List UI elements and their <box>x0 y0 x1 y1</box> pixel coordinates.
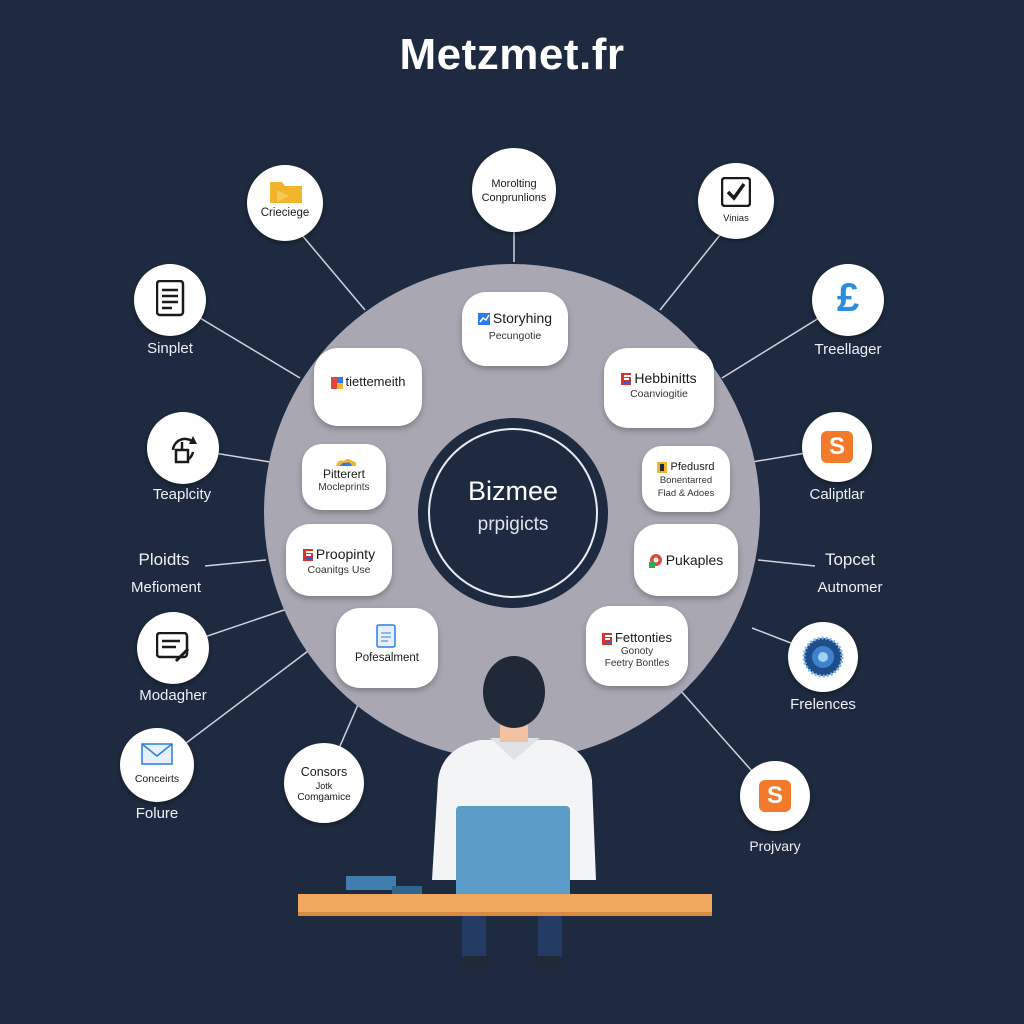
node-vinias[interactable]: Vinias <box>698 163 774 239</box>
card-title: Pitterert <box>322 467 365 481</box>
card-title: Proopinty <box>315 546 376 562</box>
card-title: Storyhing <box>492 310 553 326</box>
node-caption-2: Jotk <box>315 781 333 791</box>
globe-icon <box>802 636 844 683</box>
center-hub: Bizmee prpigicts <box>428 428 598 598</box>
card-subtitle: Pecungotie <box>488 330 542 342</box>
hub-title: Bizmee <box>467 476 559 506</box>
node-frelences[interactable] <box>788 622 858 692</box>
monitor <box>456 806 570 898</box>
card-hebbinitts[interactable]: Hebbinitts Coanviogitie <box>604 348 714 428</box>
card-pfedusrd[interactable]: Pfedusrd Bonentarred Flad & Adoes <box>642 446 730 512</box>
sync-box-icon <box>163 428 203 473</box>
mouse-pad <box>392 886 422 894</box>
node-caption: Conceirts <box>134 773 180 785</box>
hub-subtitle: prpigicts <box>477 514 549 535</box>
card-title: Pofesalment <box>355 652 419 664</box>
node-label: Ploidts <box>138 550 190 569</box>
node-label-2: Autnomer <box>817 579 883 596</box>
node-teaplcity[interactable] <box>147 412 219 484</box>
card-title: Fettonties <box>614 630 673 645</box>
card-fettonties[interactable]: Fettonties Gonoty Feetry Bontles <box>586 606 688 686</box>
node-morolting[interactable]: Morolting Conprunlions <box>472 148 556 232</box>
checkbox-icon <box>720 176 752 212</box>
card-tiettemeith[interactable]: tiettemeith <box>314 348 422 426</box>
edit-list-icon <box>155 631 192 669</box>
node-caption: Vinias <box>723 213 749 224</box>
node-label: Topcet <box>824 550 876 569</box>
node-caption: Morolting <box>491 178 537 190</box>
node-label: Projvary <box>749 838 801 854</box>
card-subtitle: Bonentarred <box>659 475 713 486</box>
card-subtitle: Coanitgs Use <box>307 564 371 576</box>
brand-e-icon <box>601 632 612 645</box>
node-modagher[interactable] <box>137 612 209 684</box>
cloud-logo-icon <box>334 454 358 472</box>
node-caption-3: Comgamice <box>297 792 351 803</box>
node-label-2: Mefioment <box>130 579 202 596</box>
card-proopinty[interactable]: Proopinty Coanitgs Use <box>286 524 392 596</box>
node-caliptlar[interactable]: S <box>802 412 872 482</box>
brand-e-icon <box>621 373 632 386</box>
card-title: Pukaples <box>665 552 724 568</box>
card-pukaples[interactable]: Pukaples <box>634 524 738 596</box>
card-title: Pfedusrd <box>670 461 715 473</box>
card-storyhing[interactable]: Storyhing Pecungotie <box>462 292 568 366</box>
folder-icon <box>269 178 303 209</box>
chart-icon <box>477 313 490 326</box>
node-caption: Consors <box>300 765 348 779</box>
brand-p-icon <box>657 461 668 473</box>
pound-icon: £ <box>836 276 860 320</box>
document-icon <box>155 279 186 323</box>
document-icon <box>376 624 396 653</box>
card-title: tiettemeith <box>345 374 406 389</box>
pin-icon <box>648 554 662 569</box>
card-pitterert[interactable]: Pitterert Mocleprints <box>302 444 386 510</box>
card-subtitle: Gonoty <box>620 646 654 657</box>
card-subtitle: Mocleprints <box>318 482 370 493</box>
node-label: Sinplet <box>147 340 193 357</box>
card-pofesalment[interactable]: Pofesalment <box>336 608 438 688</box>
node-label: Frelences <box>790 696 856 713</box>
node-label: Modagher <box>139 687 207 704</box>
node-caption: Crieciege <box>260 207 310 219</box>
node-consors[interactable]: Consors Jotk Comgamice <box>284 743 364 823</box>
brand-e-icon <box>302 549 313 562</box>
node-label: Caliptlar <box>809 486 865 503</box>
node-label: Folure <box>135 805 179 822</box>
envelope-icon <box>141 743 173 770</box>
node-sinplet[interactable] <box>134 264 206 336</box>
keyboard <box>346 876 396 890</box>
card-subtitle-2: Flad & Adoes <box>657 488 715 499</box>
node-label: Treellager <box>814 341 882 358</box>
node-treellager[interactable]: £ <box>812 264 884 336</box>
multicolor-logo-icon <box>330 376 343 389</box>
page-title: Metzmet.fr <box>399 30 625 79</box>
node-crieciege[interactable]: Crieciege <box>247 165 323 241</box>
orange-s-icon: S <box>821 431 853 463</box>
node-caption-2: Conprunlions <box>481 192 547 204</box>
card-title: Hebbinitts <box>634 370 697 386</box>
card-subtitle: Coanviogitie <box>630 388 688 400</box>
desk <box>298 894 712 916</box>
node-folure[interactable]: Conceirts <box>120 728 194 802</box>
node-projvary[interactable]: S <box>740 761 810 831</box>
node-label: Teaplcity <box>152 486 212 503</box>
orange-s-icon: S <box>759 780 791 812</box>
card-subtitle-2: Feetry Bontles <box>604 658 670 669</box>
